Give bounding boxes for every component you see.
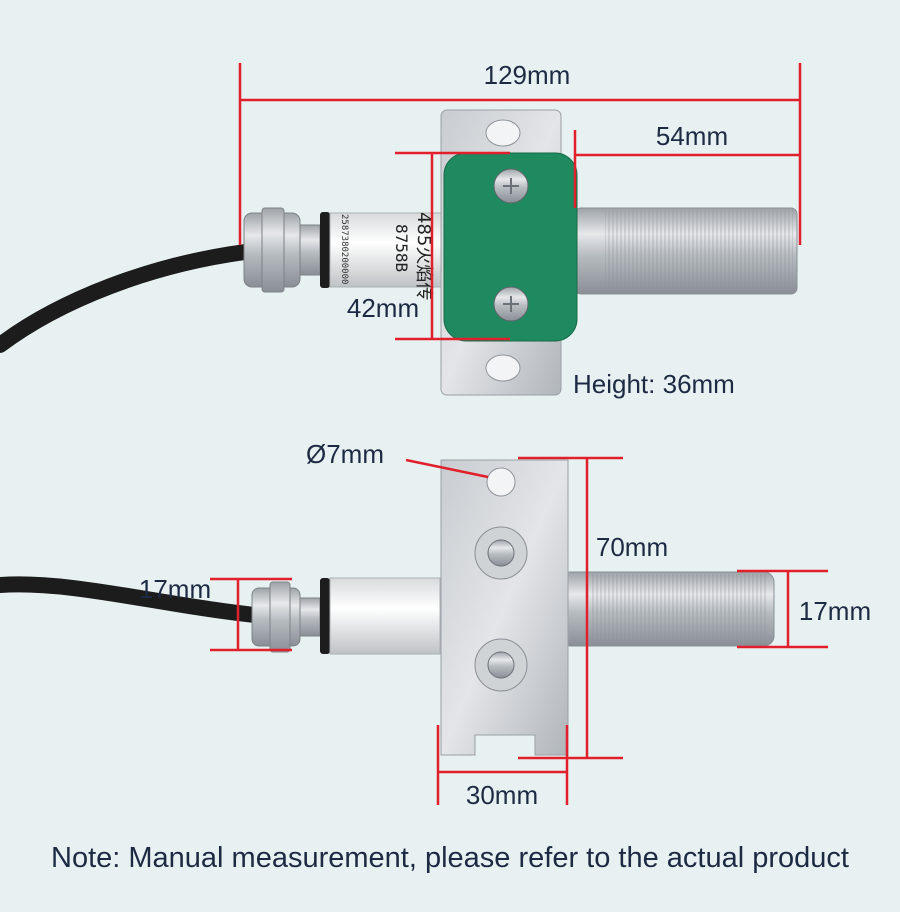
dimension-lines-bottom (210, 456, 828, 805)
green-mount (443, 152, 578, 342)
dim-probe-length: 54mm (656, 121, 728, 151)
dim-body-diameter: 17mm (139, 574, 211, 604)
dim-hole-diameter: Ø7mm (306, 439, 384, 469)
dim-bracket-length: 70mm (596, 532, 668, 562)
dim-probe-diameter: 17mm (799, 596, 871, 626)
bracket-plate-bottom (440, 459, 569, 756)
bottom-view: Ø7mm 70mm 17mm 17mm 30mm (0, 439, 871, 810)
label-line1: 485火焰传 (413, 212, 434, 300)
sensor-body-top (329, 212, 451, 288)
label-line2: 8758B (392, 224, 411, 272)
cable-top (0, 244, 253, 353)
dim-height: Height: 36mm (573, 369, 735, 399)
product-label: 485火焰传 8758B 2587380200000 (339, 212, 434, 300)
dim-total-length: 129mm (484, 60, 571, 90)
dimension-lines-top (238, 63, 802, 341)
cable-bottom (0, 576, 263, 623)
label-line3: 2587380200000 (339, 214, 349, 284)
dim-bracket-width: 30mm (466, 780, 538, 810)
dim-bracket-width-top: 42mm (347, 293, 419, 323)
measurement-note: Note: Manual measurement, please refer t… (51, 842, 849, 874)
top-view: 485火焰传 8758B 2587380200000 129mm 54mm 42… (0, 60, 802, 399)
mounting-hole (486, 467, 516, 497)
sensor-body-bottom (329, 577, 441, 655)
